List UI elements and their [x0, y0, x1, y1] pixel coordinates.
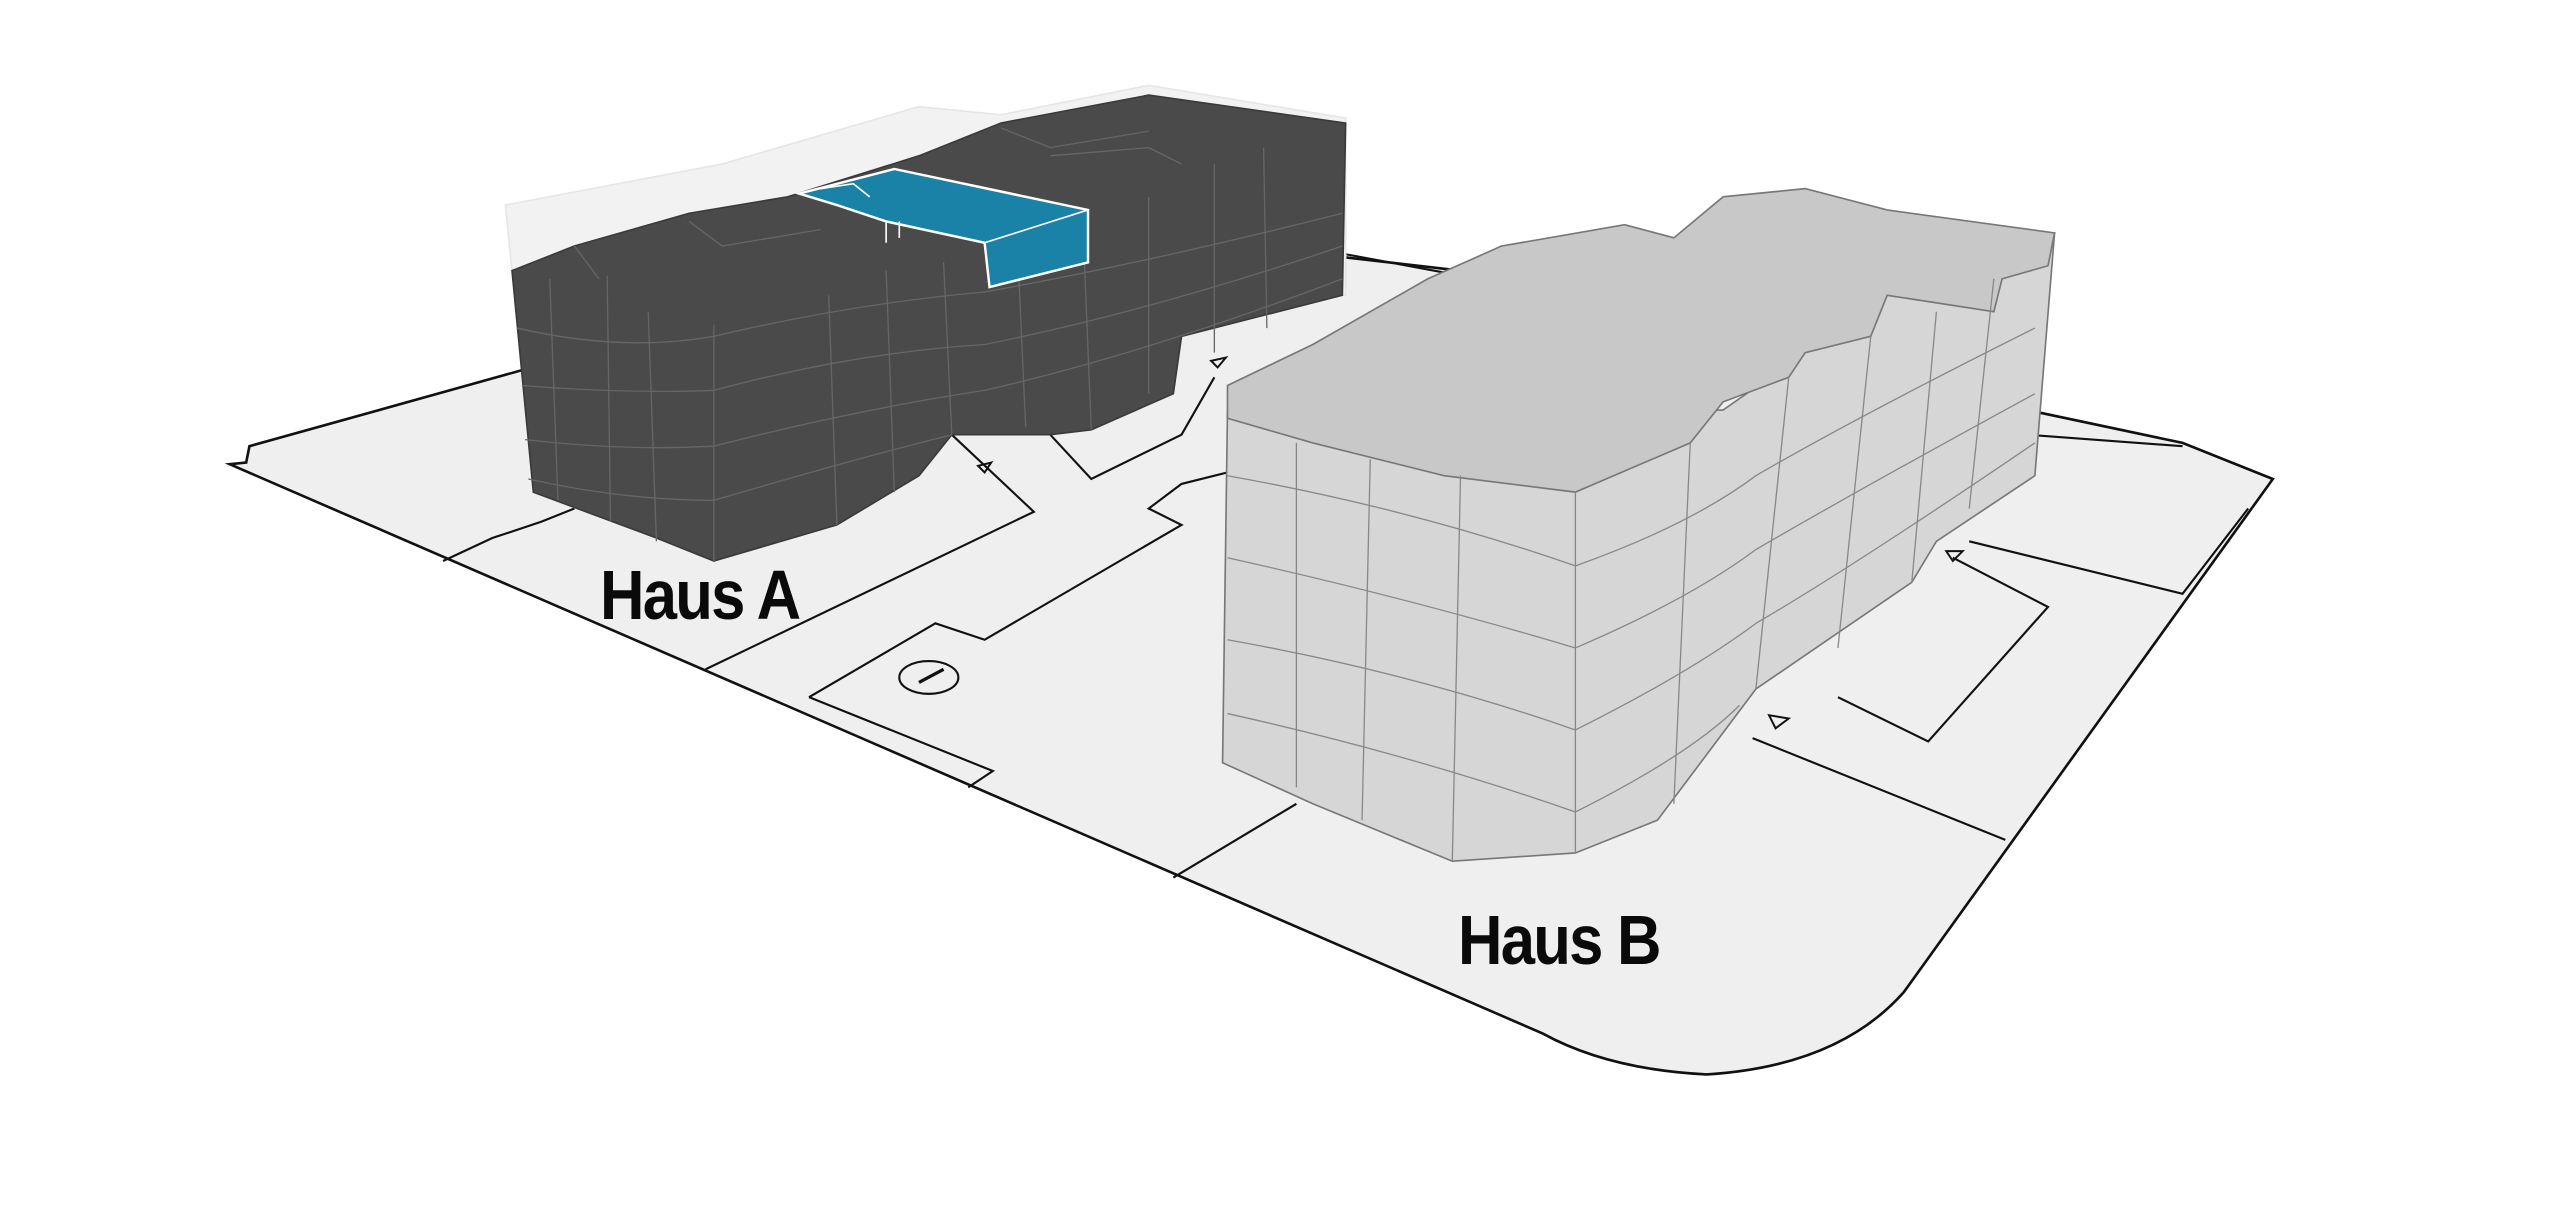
haus-b-roof	[1226, 187, 2056, 493]
haus-a-highlighted-unit	[794, 167, 1090, 289]
haus-a-label: Haus A	[600, 556, 801, 634]
site-paths	[442, 253, 2250, 879]
entrance-marker-icons	[976, 356, 1966, 730]
haus-a-building	[511, 94, 1347, 562]
haus-b-label: Haus B	[1458, 901, 1661, 979]
tree-symbol	[898, 660, 960, 695]
haus-b-building	[1221, 187, 2056, 863]
